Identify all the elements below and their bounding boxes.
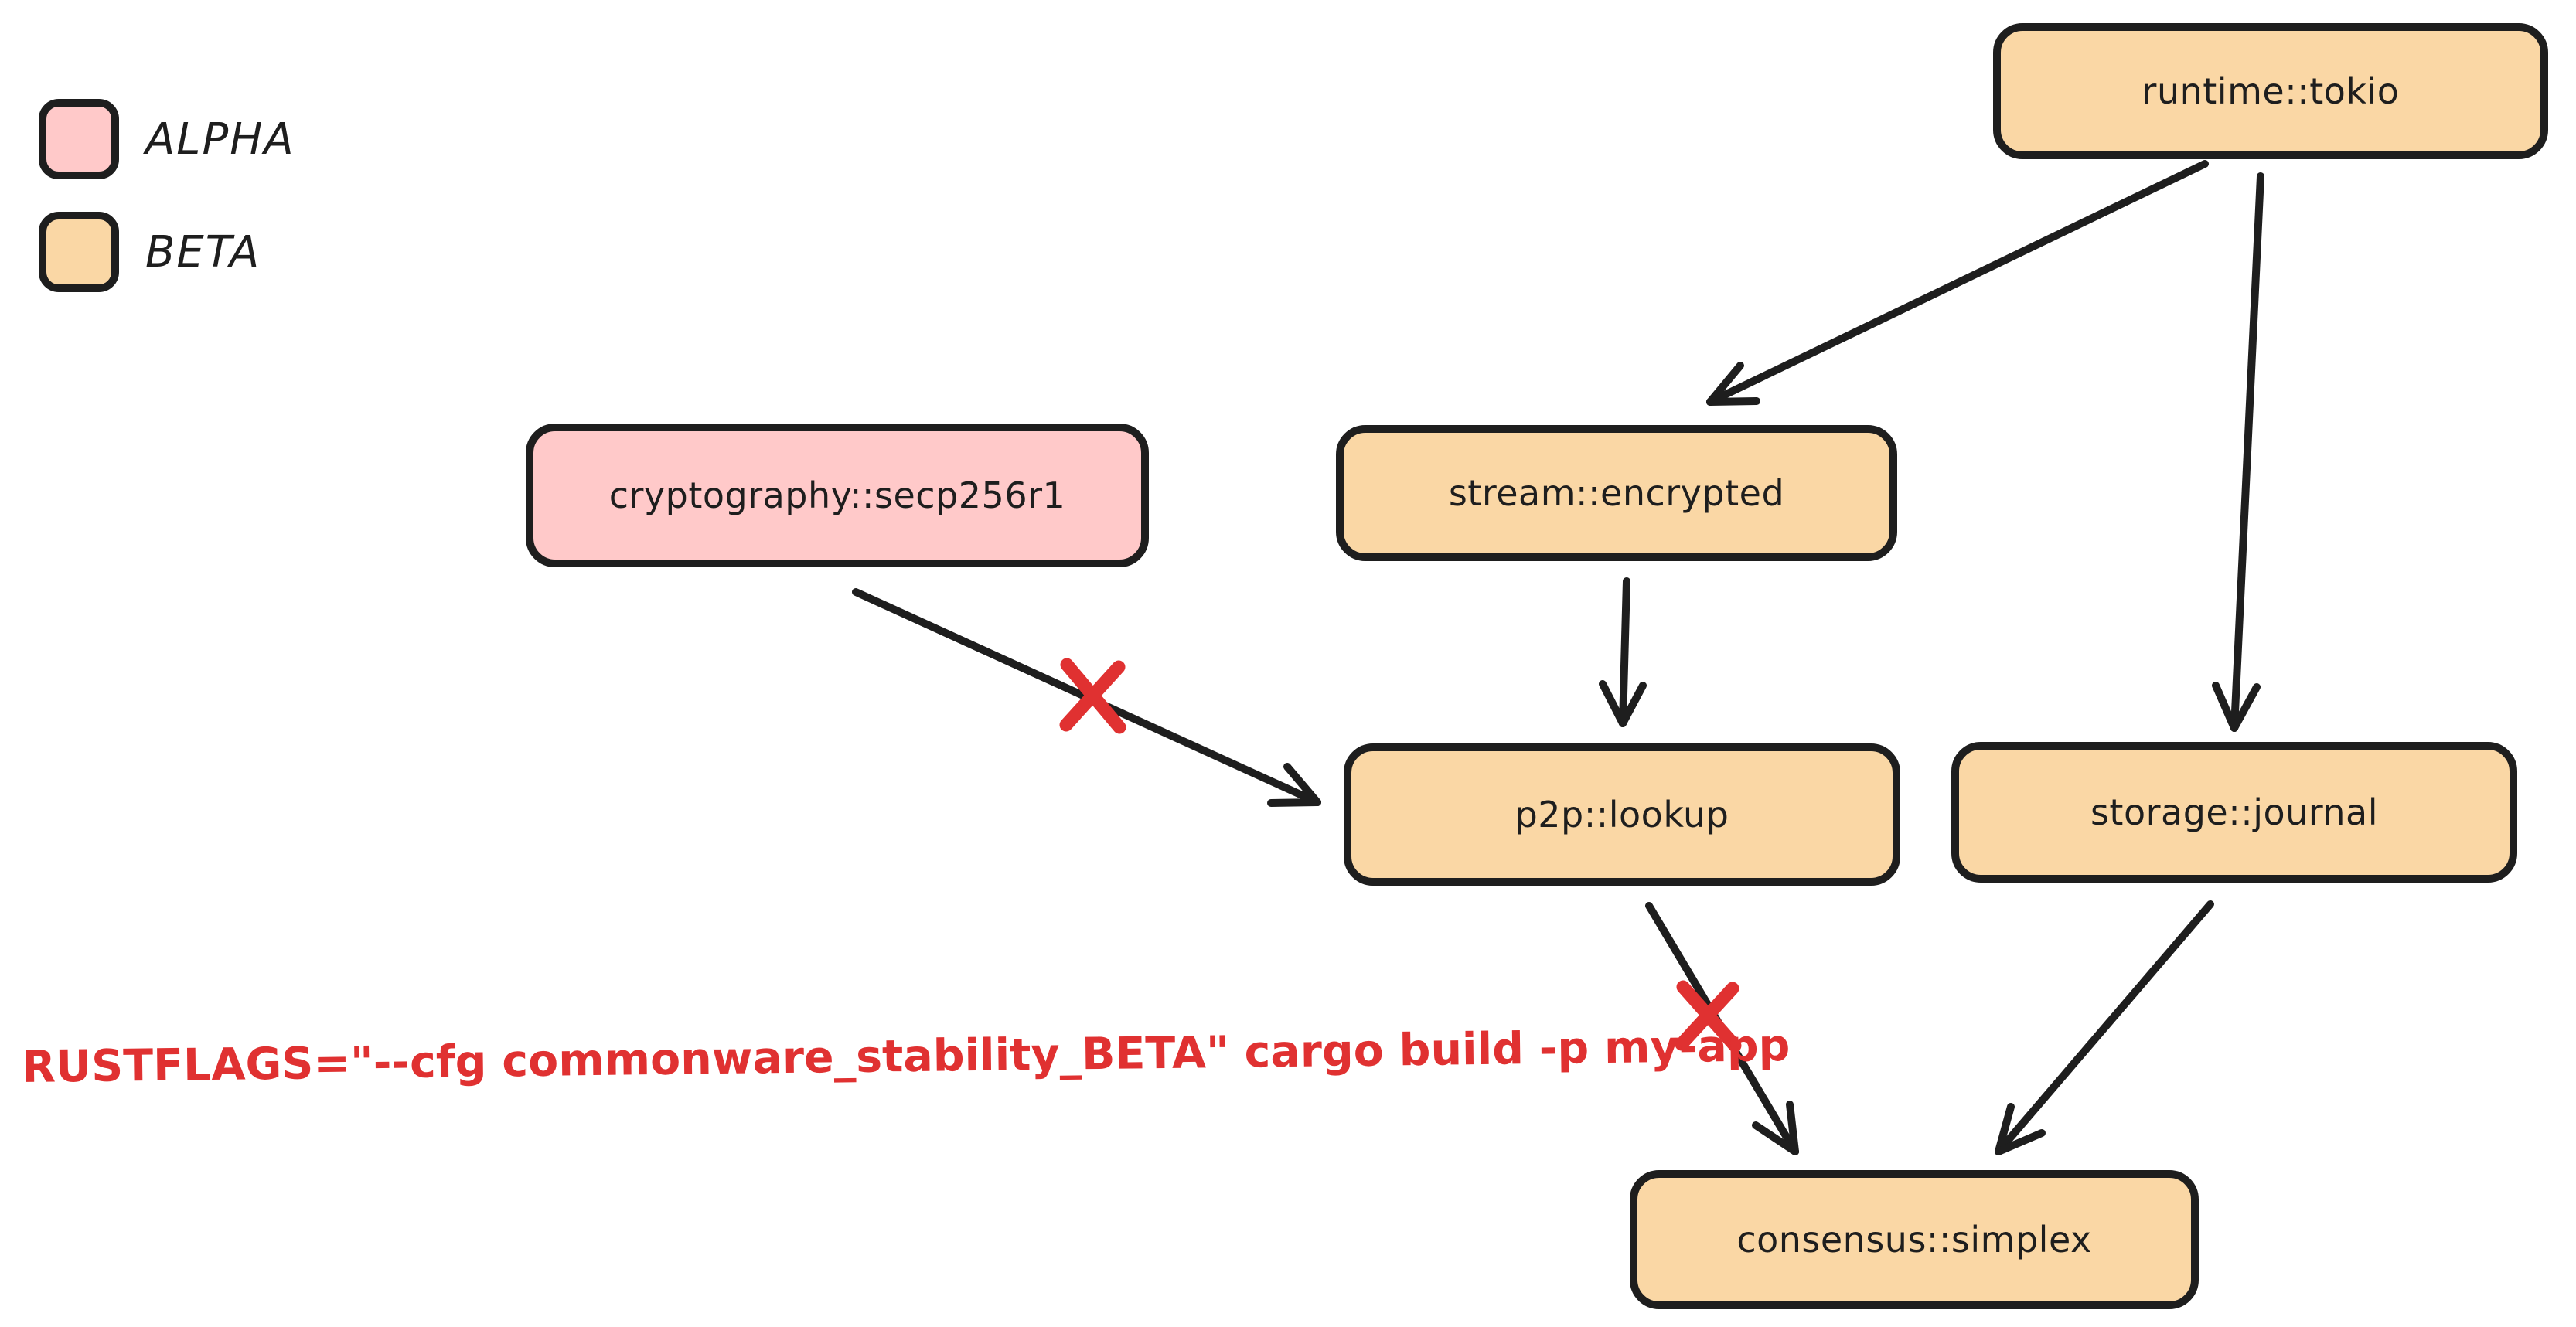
node-p2p-lookup: p2p::lookup	[1344, 743, 1900, 886]
legend-label-beta: BETA	[145, 226, 261, 277]
legend-item-alpha: ALPHA	[39, 99, 295, 179]
node-label: cryptography::secp256r1	[608, 475, 1066, 516]
edge-stream-to-p2p	[1599, 577, 1647, 727]
node-label: runtime::tokio	[2142, 70, 2400, 112]
node-label: p2p::lookup	[1515, 794, 1729, 835]
node-label: consensus::simplex	[1736, 1219, 2092, 1261]
node-label: storage::journal	[2090, 791, 2379, 833]
node-storage-journal: storage::journal	[1951, 742, 2517, 883]
node-cryptography-secp256r1: cryptography::secp256r1	[526, 424, 1149, 567]
node-label: stream::encrypted	[1448, 472, 1785, 514]
legend-label-alpha: ALPHA	[145, 114, 295, 165]
node-runtime-tokio: runtime::tokio	[1993, 23, 2548, 159]
edge-storage-to-consensus	[1995, 900, 2214, 1155]
blocked-x-icon	[1675, 980, 1742, 1053]
edge-runtime-to-stream	[1706, 160, 2209, 406]
blocked-x-icon	[1059, 658, 1126, 734]
legend: ALPHA BETA	[39, 99, 295, 325]
node-stream-encrypted: stream::encrypted	[1336, 425, 1897, 561]
edge-runtime-to-storage	[2212, 172, 2264, 732]
legend-item-beta: BETA	[39, 212, 295, 292]
node-consensus-simplex: consensus::simplex	[1630, 1170, 2199, 1309]
beta-swatch	[39, 212, 119, 292]
alpha-swatch	[39, 99, 119, 179]
